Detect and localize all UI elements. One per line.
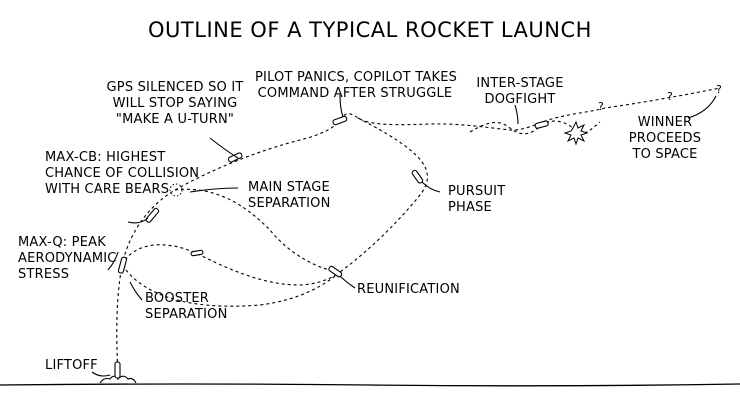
label-gps: GPS SILENCED SO IT WILL STOP SAYING "MAK… (106, 80, 244, 127)
booster-trail-1 (121, 244, 341, 286)
arrow-inter-stage (514, 104, 519, 125)
pursuit-trail (339, 117, 429, 273)
arrow-max-q (107, 251, 119, 271)
comic-title: OUTLINE OF A TYPICAL ROCKET LAUNCH (148, 18, 592, 42)
label-inter-stage: INTER-STAGE DOGFIGHT (476, 76, 564, 107)
label-reunification: REUNIFICATION (357, 282, 460, 297)
arrow-reunification (339, 275, 356, 289)
rocket-reunification (328, 265, 343, 278)
rocket-liftoff (114, 361, 121, 379)
main-ascent-trail (116, 119, 341, 381)
arrow-liftoff (91, 371, 111, 377)
arrow-booster (129, 281, 143, 301)
booster-trail-2 (125, 269, 341, 307)
arrow-pilot (339, 94, 344, 118)
label-main-stage: MAIN STAGE SEPARATION (248, 180, 331, 211)
main-stage-trail (174, 188, 341, 273)
arrow-max-cb (127, 217, 149, 224)
arrow-pursuit (421, 181, 441, 193)
label-booster: BOOSTER SEPARATION (145, 291, 228, 322)
arrow-main-stage (189, 187, 239, 193)
question-mark: ? (716, 83, 722, 96)
rocket-max-q (117, 256, 128, 274)
explosion-icon (563, 120, 589, 146)
question-mark: ? (667, 90, 673, 103)
label-max-cb: MAX-CB: HIGHEST CHANCE OF COLLISION WITH… (45, 150, 200, 197)
rocket-pilot (332, 115, 348, 126)
rocket-booster (190, 249, 204, 257)
rocket-pursuit (411, 169, 424, 184)
label-pursuit: PURSUIT PHASE (448, 184, 506, 215)
upper-trail (339, 87, 721, 131)
label-pilot: PILOT PANICS, COPILOT TAKES COMMAND AFTE… (255, 70, 458, 101)
arrow-winner (687, 95, 717, 119)
question-mark: ? (598, 100, 604, 113)
label-winner: WINNER PROCEEDS TO SPACE (628, 115, 702, 162)
rocket-max-cb (145, 207, 160, 223)
label-liftoff: LIFTOFF (45, 358, 98, 373)
label-max-q: MAX-Q: PEAK AERODYNAMIC STRESS (18, 235, 117, 282)
ground-line (0, 383, 740, 387)
collision-burst-icon (169, 183, 183, 197)
arrow-gps (209, 137, 239, 159)
rocket-upper (534, 120, 549, 129)
